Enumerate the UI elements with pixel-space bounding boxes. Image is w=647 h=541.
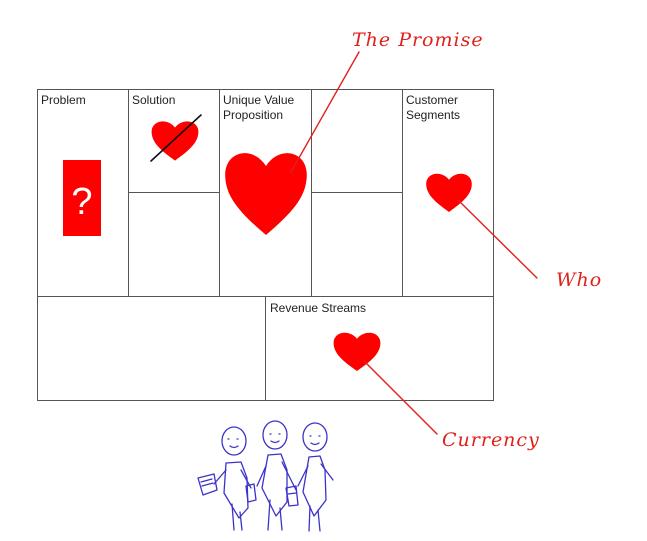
person-sketch-1 <box>197 426 257 531</box>
label-uvp-line2: Proposition <box>223 108 283 122</box>
question-mark-symbol: ? <box>71 181 92 223</box>
annotation-who: Who <box>556 269 602 291</box>
question-mark-box <box>63 160 101 236</box>
strike-line <box>150 114 202 162</box>
label-uvp-line1: Unique Value <box>223 93 294 107</box>
person-sketch-2 <box>256 420 299 531</box>
canvas-grid <box>37 89 494 401</box>
question-mark-icon: ? <box>63 160 101 236</box>
annotation-connectors <box>290 51 538 435</box>
label-problem: Problem <box>41 93 86 107</box>
promise-connector <box>290 51 360 173</box>
currency-connector <box>363 360 438 435</box>
label-customer-line2: Segments <box>406 108 460 122</box>
who-connector <box>457 199 538 279</box>
label-solution: Solution <box>132 93 175 107</box>
annotation-currency: Currency <box>442 429 540 451</box>
label-customer-line1: Customer <box>406 93 458 107</box>
person-sketch-3 <box>297 422 334 532</box>
revenue-heart-icon <box>333 332 381 371</box>
customers-sketch-icon <box>197 420 334 532</box>
crossed-out-heart-icon <box>150 114 202 162</box>
annotation-the-promise: The Promise <box>352 29 484 51</box>
label-revenue: Revenue Streams <box>270 301 366 315</box>
